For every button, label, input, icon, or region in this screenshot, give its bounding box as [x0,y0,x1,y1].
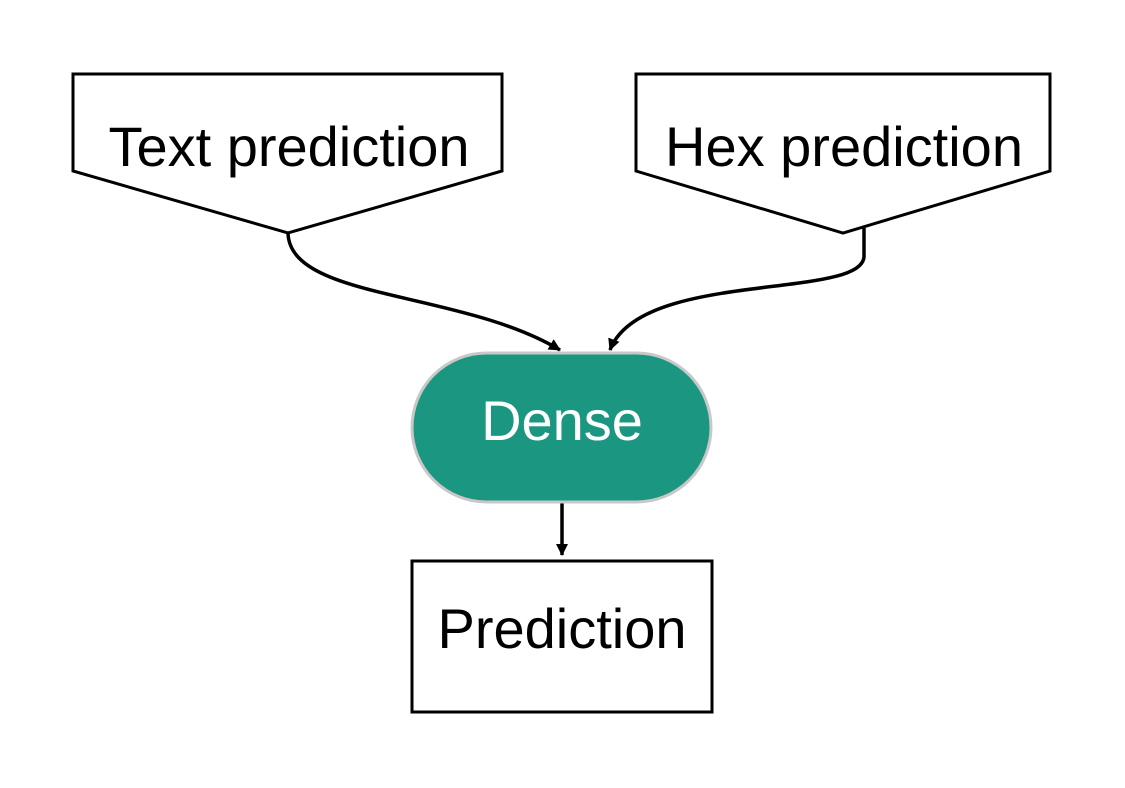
node-text-prediction-label: Text prediction [108,115,469,178]
node-prediction-shape [410,559,714,714]
edge-text-to-dense [286,232,561,352]
node-dense: Dense [410,351,713,504]
node-hex-prediction-shape [634,72,1052,235]
node-hex-prediction-label: Hex prediction [665,115,1023,178]
node-prediction: Prediction [410,559,714,714]
edge-hex-to-dense [608,228,866,351]
node-text-prediction-shape [71,72,504,235]
node-text-prediction: Text prediction [71,72,504,235]
node-hex-prediction: Hex prediction [634,72,1052,235]
node-prediction-label: Prediction [437,597,686,660]
node-dense-label: Dense [481,389,643,452]
node-dense-shape [410,351,713,504]
